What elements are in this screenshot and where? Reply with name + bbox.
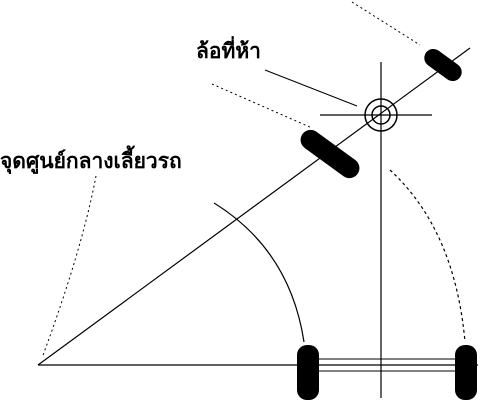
front-tire-leader-dotted bbox=[211, 83, 313, 129]
fifth-wheel-leader-line bbox=[264, 69, 358, 107]
target-circle-icon bbox=[364, 98, 398, 132]
top-tire-leader-dotted bbox=[351, 1, 421, 46]
turning-center-leader-dotted bbox=[41, 175, 97, 359]
turning-arc-left bbox=[213, 202, 305, 343]
front-right-tire-icon bbox=[424, 48, 462, 82]
rear-left-tire-icon bbox=[297, 345, 319, 400]
fifth-wheel-label: ล้อที่ห้า bbox=[196, 35, 261, 63]
front-axle-line bbox=[37, 47, 471, 366]
front-left-tire-icon bbox=[300, 129, 360, 179]
turning-center-label: จุดศูนย์กลางเลี้ยวรถ bbox=[0, 145, 182, 175]
turning-arc-right-dashed bbox=[389, 169, 466, 343]
rear-right-tire-icon bbox=[455, 345, 477, 400]
